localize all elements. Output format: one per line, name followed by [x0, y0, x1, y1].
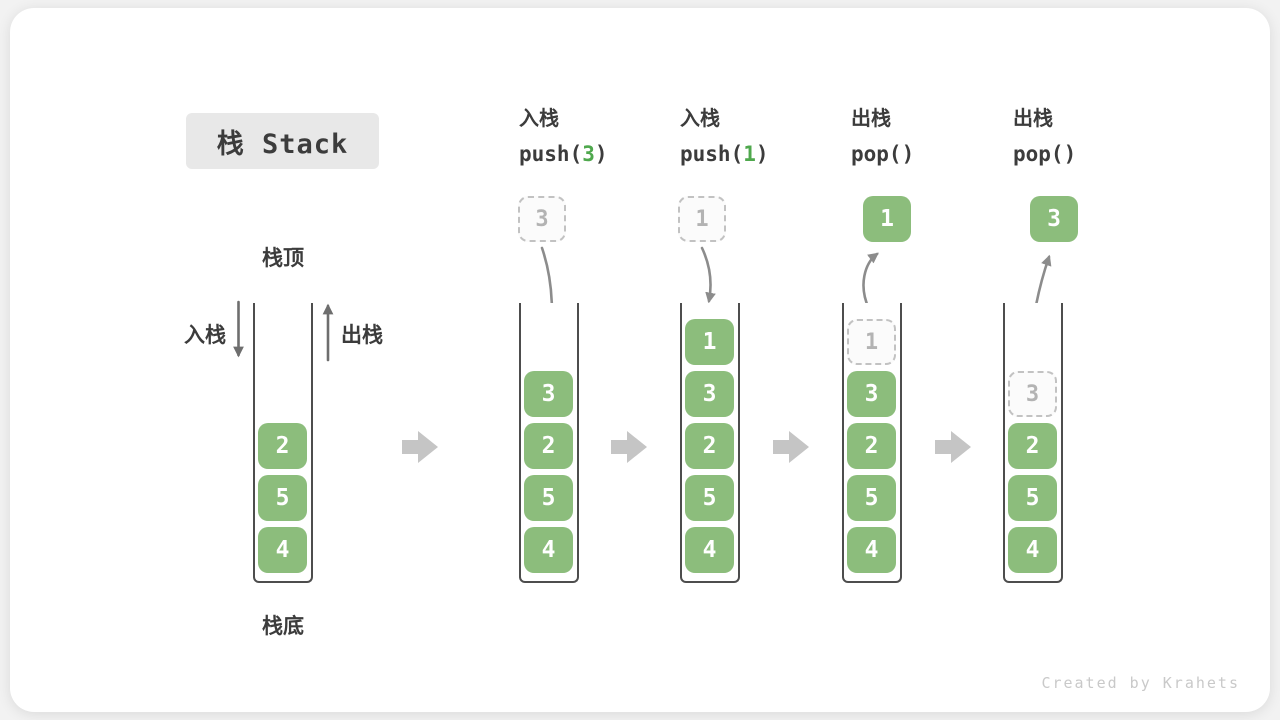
stack-after-pop-1-element: 1 — [847, 319, 896, 365]
title-text: 栈 Stack — [216, 128, 349, 160]
operation-name-label: 出栈 — [851, 108, 891, 130]
stack-after-pop-1-element: 5 — [847, 475, 896, 521]
code-suffix: ) — [901, 142, 915, 166]
stack-after-pop-1-operation-header: 出栈 pop() — [851, 106, 914, 167]
stack-after-push-1-operation-header: 入栈 push(1) — [680, 106, 769, 167]
watermark: Created by Krahets — [1041, 674, 1240, 692]
stack-after-push-3-element: 3 — [524, 371, 573, 417]
stack-after-push-1-element: 4 — [685, 527, 734, 573]
stack-after-pop-3-floating-element: 3 — [1030, 196, 1078, 242]
operation-code-label: push(3) — [519, 141, 608, 167]
operation-code-label: pop() — [1013, 141, 1076, 167]
operation-name-label: 入栈 — [680, 108, 720, 130]
stack-after-push-3-operation-header: 入栈 push(3) — [519, 106, 608, 167]
stack-after-push-1-element: 1 — [685, 319, 734, 365]
code-prefix: pop( — [1013, 142, 1064, 166]
stack-after-push-3-element: 5 — [524, 475, 573, 521]
pop-direction-label: 出栈 — [341, 324, 383, 347]
operation-code-label: pop() — [851, 141, 914, 167]
title-box: 栈 Stack — [186, 113, 379, 169]
code-prefix: pop( — [851, 142, 902, 166]
stack-after-push-1-floating-element: 1 — [678, 196, 726, 242]
code-suffix: ) — [1063, 142, 1077, 166]
stack-after-pop-1-element: 2 — [847, 423, 896, 469]
stack-after-push-3-element: 2 — [524, 423, 573, 469]
stack-after-pop-1-element: 4 — [847, 527, 896, 573]
stack-after-push-1-element: 3 — [685, 371, 734, 417]
stack-after-push-3-floating-element: 3 — [518, 196, 566, 242]
stack-after-pop-1-element: 3 — [847, 371, 896, 417]
stack-after-pop-3-element: 5 — [1008, 475, 1057, 521]
stack-after-pop-3-operation-header: 出栈 pop() — [1013, 106, 1076, 167]
code-argument: 1 — [743, 142, 756, 166]
stack-after-push-1-element: 2 — [685, 423, 734, 469]
operation-code-label: push(1) — [680, 141, 769, 167]
stack-after-pop-3-element: 2 — [1008, 423, 1057, 469]
stack-bottom-label: 栈底 — [262, 615, 304, 638]
code-suffix: ) — [755, 142, 769, 166]
stack-initial-element: 5 — [258, 475, 307, 521]
stack-after-push-3-element: 4 — [524, 527, 573, 573]
code-argument: 3 — [582, 142, 595, 166]
stack-after-pop-3-element: 3 — [1008, 371, 1057, 417]
code-suffix: ) — [594, 142, 608, 166]
code-prefix: push( — [680, 142, 744, 166]
stack-initial-element: 4 — [258, 527, 307, 573]
stack-after-push-1-element: 5 — [685, 475, 734, 521]
code-prefix: push( — [519, 142, 583, 166]
stack-after-pop-1-floating-element: 1 — [863, 196, 911, 242]
operation-name-label: 入栈 — [519, 108, 559, 130]
stack-after-pop-3-element: 4 — [1008, 527, 1057, 573]
operation-name-label: 出栈 — [1013, 108, 1053, 130]
push-direction-label: 入栈 — [184, 324, 226, 347]
stack-initial-element: 2 — [258, 423, 307, 469]
stack-top-label: 栈顶 — [262, 247, 304, 270]
